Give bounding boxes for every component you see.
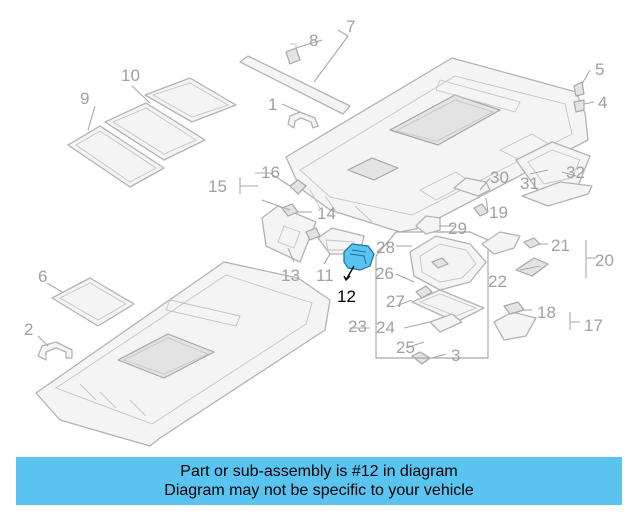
- callout-11: 11: [316, 266, 334, 285]
- console-parts-31: [515, 141, 593, 207]
- panel-part-10: [104, 77, 237, 161]
- callout-19: 19: [489, 203, 508, 222]
- callout-5: 5: [595, 60, 604, 79]
- callout-labels: 1 2 3 4 5 6 7 8 9 10 11 12 13 14 15 16 1…: [24, 17, 614, 365]
- callout-27: 27: [386, 292, 405, 311]
- callout-10: 10: [121, 66, 140, 85]
- callout-14: 14: [317, 204, 336, 223]
- callout-20: 20: [595, 251, 614, 270]
- callout-31: 31: [520, 174, 539, 193]
- leader-lines: [37, 29, 596, 359]
- banner-line-2: Diagram may not be specific to your vehi…: [164, 482, 474, 499]
- callout-15: 15: [208, 177, 227, 196]
- callout-8: 8: [309, 31, 318, 50]
- console-bracket: [375, 231, 489, 359]
- sunroof-panel: [51, 277, 135, 327]
- lamp-parts-19: [415, 177, 491, 235]
- callout-28: 28: [376, 238, 395, 257]
- callout-25: 25: [396, 338, 415, 357]
- info-banner: Part or sub-assembly is #12 in diagram D…: [16, 457, 622, 505]
- callout-12: 12: [337, 287, 356, 306]
- callout-21: 21: [551, 236, 570, 255]
- lamp-parts-20: [481, 231, 549, 277]
- callout-30: 30: [490, 168, 509, 187]
- callout-32: 32: [566, 163, 585, 182]
- callout-4: 4: [598, 93, 607, 112]
- callout-22: 22: [488, 272, 507, 291]
- parts-diagram: 1 2 3 4 5 6 7 8 9 10 11 12 13 14 15 16 1…: [24, 17, 614, 447]
- headliner-lower: [35, 261, 331, 447]
- callout-24: 24: [376, 318, 395, 337]
- callout-7: 7: [346, 17, 355, 36]
- callout-6: 6: [38, 267, 47, 286]
- callout-29: 29: [448, 219, 467, 238]
- small-parts-15: [281, 179, 321, 241]
- callout-13: 13: [281, 266, 300, 285]
- callout-16: 16: [261, 163, 280, 182]
- grab-handle-lower: [37, 341, 73, 361]
- roof-strip: [239, 55, 351, 115]
- callout-2: 2: [24, 320, 33, 339]
- callout-23: 23: [348, 317, 367, 336]
- callout-17: 17: [584, 316, 603, 335]
- highlighted-part-12: [343, 243, 375, 282]
- overhead-console: [409, 219, 487, 365]
- callout-18: 18: [537, 303, 556, 322]
- callout-1: 1: [268, 95, 277, 114]
- banner-line-1: Part or sub-assembly is #12 in diagram: [180, 463, 458, 480]
- panel-part-9: [67, 125, 165, 188]
- clip-parts-4-5: [573, 81, 585, 113]
- lamp-parts-17: [493, 301, 537, 341]
- sun-visor: [261, 205, 317, 263]
- callout-26: 26: [375, 264, 394, 283]
- grab-handle-upper: [287, 111, 319, 129]
- callout-9: 9: [80, 89, 89, 108]
- callout-3: 3: [451, 346, 460, 365]
